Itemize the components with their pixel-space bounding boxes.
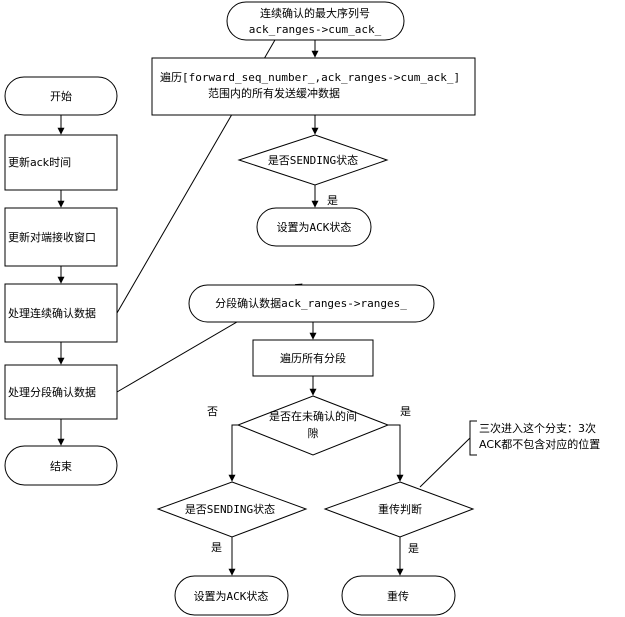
left-flow: 开始 更新ack时间 更新对端接收窗口 处理连续确认数据 处理分段确认数据 [4,76,118,486]
range-branch: 分段确认数据ack_ranges->ranges_ 遍历所有分段 是否在未确认的… [156,284,475,616]
cum-set-ack-label: 设置为ACK状态 [277,220,352,234]
range-is-sending-node: 是否SENDING状态 [156,481,308,538]
range-iterate-node: 遍历所有分段 [252,339,374,377]
cum-yes-label: 是 [327,194,338,207]
range-set-ack-node: 设置为ACK状态 [174,575,289,616]
cumulative-branch: 连续确认的最大序列号 ack_ranges->cum_ack_ 遍历[forwa… [151,1,476,247]
arrow-gap-no [228,424,238,482]
range-title-node: 分段确认数据ack_ranges->ranges_ [188,284,435,323]
process-cumulative-ack-node: 处理连续确认数据 [4,283,118,343]
retransmit-node: 重传 [341,575,456,616]
cum-ack-title-line2: ack_ranges->cum_ack_ [249,23,382,36]
range-title-label: 分段确认数据ack_ranges->ranges_ [215,296,407,310]
range-is-sending-label: 是否SENDING状态 [185,502,275,516]
cum-iterate-line2: 范围内的所有发送缓冲数据 [208,86,340,100]
retransmit-judge-node: 重传判断 [323,481,475,538]
arrow-gap-yes [388,424,404,482]
range-sending-yes-label: 是 [211,541,222,554]
note-line1: 三次进入这个分支：3次 [479,421,596,435]
cum-ack-title-node: 连续确认的最大序列号 ack_ranges->cum_ack_ [226,1,405,41]
process-cumulative-ack-label: 处理连续确认数据 [8,306,96,320]
update-recv-window-label: 更新对端接收窗口 [8,230,96,244]
update-recv-window-node: 更新对端接收窗口 [4,207,118,267]
note-bracket [469,420,477,456]
update-ack-time-label: 更新ack时间 [8,155,71,169]
update-ack-time-node: 更新ack时间 [4,134,118,191]
retransmit-label: 重传 [387,589,409,603]
process-range-ack-label: 处理分段确认数据 [8,385,96,399]
in-gap-line1: 是否在未确认的间 [269,409,357,423]
process-range-ack-node: 处理分段确认数据 [4,364,118,420]
end-label: 结束 [50,460,72,473]
note-pointer [419,437,471,488]
start-label: 开始 [50,89,72,103]
in-gap-line2: 隙 [308,426,319,440]
retransmit-yes-label: 是 [408,542,419,555]
cum-set-ack-node: 设置为ACK状态 [256,207,372,247]
cum-iterate-line1: 遍历[forward_seq_number_,ack_ranges->cum_a… [160,71,460,84]
retransmit-judge-label: 重传判断 [378,502,422,516]
cum-iterate-node: 遍历[forward_seq_number_,ack_ranges->cum_a… [151,57,476,116]
gap-no-label: 否 [207,405,218,418]
cum-is-sending-node: 是否SENDING状态 [237,134,389,186]
in-gap-node: 是否在未确认的间 隙 [236,395,390,456]
gap-yes-label: 是 [400,405,411,418]
note-line2: ACK都不包含对应的位置 [479,437,600,451]
cum-is-sending-label: 是否SENDING状态 [268,153,358,167]
start-node: 开始 [4,76,118,116]
range-set-ack-label: 设置为ACK状态 [194,589,269,603]
cum-ack-title-line1: 连续确认的最大序列号 [260,6,370,20]
range-iterate-label: 遍历所有分段 [280,351,346,365]
retransmit-note: 三次进入这个分支：3次 ACK都不包含对应的位置 [419,420,600,488]
end-node: 结束 [4,445,118,486]
